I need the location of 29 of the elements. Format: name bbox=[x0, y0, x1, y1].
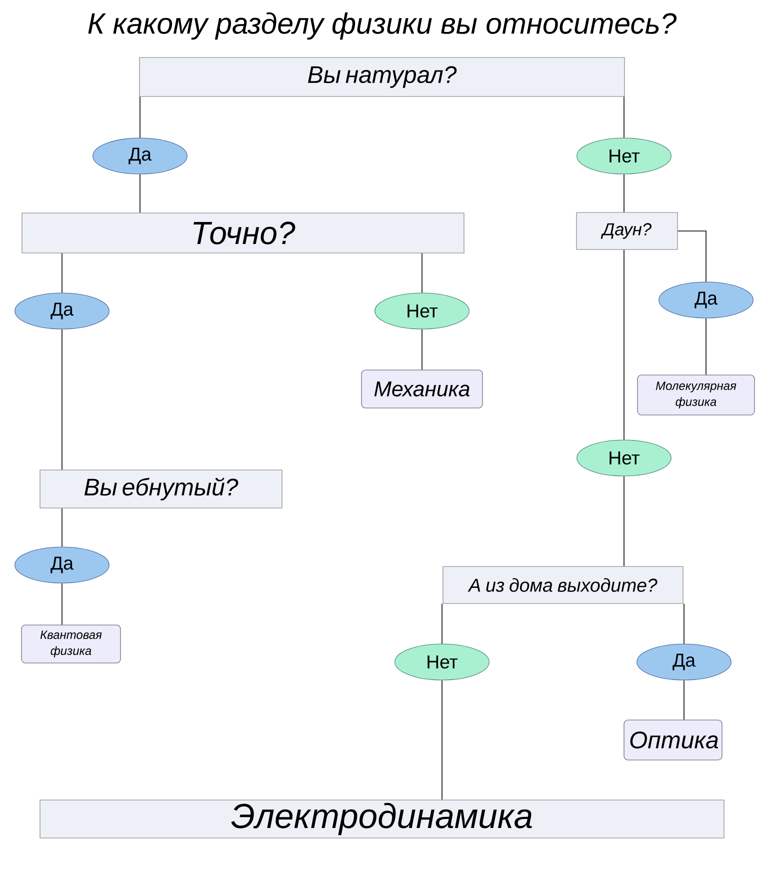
question-box: А из дома выходите? bbox=[442, 566, 684, 604]
question-box: Вы ебнутый? bbox=[40, 470, 282, 508]
connector-line bbox=[61, 253, 63, 293]
result-box: Молекулярная физика bbox=[637, 374, 755, 416]
question-box: Даун? bbox=[576, 212, 678, 250]
connector-line bbox=[623, 250, 625, 440]
connector-line bbox=[441, 604, 443, 644]
result-box: Механика bbox=[361, 370, 483, 408]
result-box: Оптика bbox=[624, 720, 722, 760]
connector-line bbox=[623, 96, 625, 138]
connector-line bbox=[421, 253, 423, 293]
result-box: Квантовая физика bbox=[21, 624, 121, 664]
connector-line bbox=[61, 508, 63, 547]
connector-line bbox=[421, 329, 423, 370]
connector-line bbox=[441, 680, 443, 800]
connector-line bbox=[623, 174, 625, 212]
connector-line bbox=[623, 476, 625, 566]
connector-line bbox=[678, 230, 707, 282]
connector-line bbox=[683, 680, 685, 720]
connector-line bbox=[139, 96, 141, 138]
question-box: Вы натурал? bbox=[139, 57, 625, 97]
connector-line bbox=[139, 174, 141, 213]
connector-line bbox=[705, 318, 707, 375]
question-box: Электродинамика bbox=[40, 800, 724, 838]
connector-line bbox=[683, 604, 685, 644]
connector-line bbox=[61, 329, 63, 470]
connector-line bbox=[61, 583, 63, 625]
title: К какому разделу физики вы относитесь? bbox=[88, 12, 677, 40]
question-box: Точно? bbox=[22, 212, 464, 254]
